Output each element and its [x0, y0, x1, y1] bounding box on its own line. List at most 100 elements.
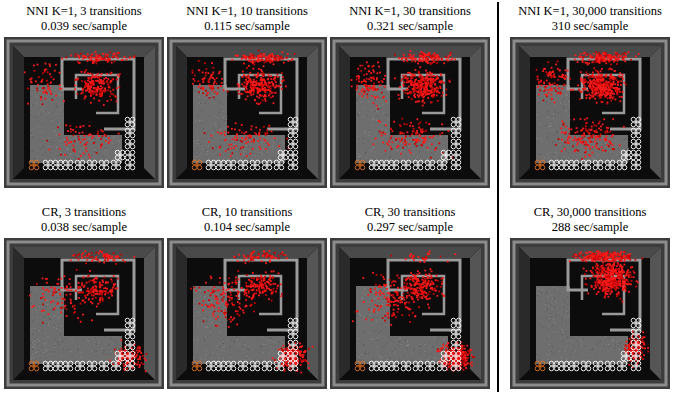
floor-texture: [247, 154, 248, 155]
floor-texture: [201, 110, 202, 111]
red-sample-dot: [263, 79, 265, 81]
red-sample-dot: [270, 55, 272, 57]
red-sample-dot: [38, 76, 40, 78]
red-sample-dot: [97, 58, 99, 60]
floor-texture: [233, 144, 234, 145]
red-sample-dot: [261, 87, 263, 89]
red-sample-dot: [107, 78, 109, 80]
red-sample-dot: [79, 126, 81, 128]
floor-texture: [50, 118, 51, 119]
red-sample-dot: [270, 97, 272, 99]
floor-texture: [34, 116, 35, 117]
floor-texture: [214, 99, 215, 100]
floor-texture: [207, 151, 208, 152]
floor-texture: [357, 137, 358, 138]
floor-texture: [278, 141, 279, 142]
red-sample-dot: [245, 86, 247, 88]
floor-texture: [272, 148, 273, 149]
red-sample-dot: [255, 133, 257, 135]
floor-texture: [243, 151, 244, 152]
red-sample-dot: [403, 123, 405, 125]
red-sample-dot: [80, 155, 82, 157]
red-sample-dot: [267, 89, 269, 91]
red-sample-dot: [55, 95, 57, 97]
floor-texture: [39, 95, 40, 96]
red-sample-dot: [234, 139, 236, 141]
red-sample-dot: [262, 54, 264, 56]
red-sample-dot: [281, 88, 283, 90]
floor-texture: [238, 139, 239, 140]
drone-body: [91, 164, 93, 166]
red-sample-dot: [84, 135, 86, 137]
floor-texture: [212, 133, 213, 134]
red-sample-dot: [252, 93, 254, 95]
red-sample-dot: [90, 134, 92, 136]
red-sample-dot: [208, 81, 210, 83]
floor-texture: [381, 106, 382, 107]
floor-texture: [227, 116, 228, 117]
floor-texture: [45, 162, 46, 163]
red-sample-dot: [403, 60, 405, 62]
red-sample-dot: [24, 71, 26, 73]
floor-texture: [68, 159, 69, 160]
red-sample-dot: [107, 89, 109, 91]
floor-texture: [206, 89, 207, 90]
red-sample-dot: [434, 52, 436, 54]
red-sample-dot: [89, 125, 91, 127]
red-sample-dot: [66, 144, 68, 146]
floor-texture: [414, 147, 415, 148]
floor-texture: [208, 145, 209, 146]
red-sample-dot: [91, 57, 93, 59]
red-sample-dot: [81, 71, 83, 73]
red-sample-dot: [96, 76, 98, 78]
red-sample-dot: [418, 123, 420, 125]
floor-texture: [51, 97, 52, 98]
red-sample-dot: [270, 75, 272, 77]
red-sample-dot: [438, 142, 440, 144]
red-sample-dot: [247, 141, 249, 143]
floor-texture: [52, 92, 53, 93]
floor-texture: [418, 145, 419, 146]
red-sample-dot: [273, 102, 275, 104]
floor-texture: [202, 149, 203, 150]
red-sample-dot: [253, 91, 255, 93]
floor-texture: [94, 138, 95, 139]
floor-texture: [106, 147, 107, 148]
floor-texture: [60, 94, 61, 95]
floor-texture: [226, 119, 227, 120]
floor-texture: [217, 116, 218, 117]
red-sample-dot: [82, 132, 84, 134]
floor-texture: [213, 103, 214, 104]
red-sample-dot: [270, 88, 272, 90]
floor-texture: [216, 146, 217, 147]
floor-texture: [217, 100, 218, 101]
red-sample-dot: [212, 147, 214, 149]
floor-texture: [211, 115, 212, 116]
floor-texture: [119, 140, 120, 141]
red-sample-dot: [410, 122, 412, 124]
red-sample-dot: [351, 79, 353, 81]
floor-texture: [435, 160, 436, 161]
floor-texture: [42, 124, 43, 125]
red-sample-dot: [82, 92, 84, 94]
red-sample-dot: [381, 135, 383, 137]
floor-texture: [432, 155, 433, 156]
red-sample-dot: [41, 81, 43, 83]
red-sample-dot: [93, 87, 95, 89]
red-sample-dot: [250, 85, 252, 87]
red-sample-dot: [373, 85, 375, 87]
floor-texture: [363, 143, 364, 144]
floor-texture: [370, 149, 371, 150]
floor-texture: [33, 129, 34, 130]
red-sample-dot: [204, 62, 206, 64]
red-sample-dot: [373, 83, 375, 85]
floor-texture: [235, 159, 236, 160]
red-sample-dot: [47, 71, 49, 73]
floor-texture: [63, 111, 64, 112]
red-sample-dot: [368, 65, 370, 67]
red-sample-dot: [244, 57, 246, 59]
floor-texture: [358, 138, 359, 139]
red-sample-dot: [224, 134, 226, 136]
red-sample-dot: [254, 74, 256, 76]
red-sample-dot: [216, 83, 218, 85]
